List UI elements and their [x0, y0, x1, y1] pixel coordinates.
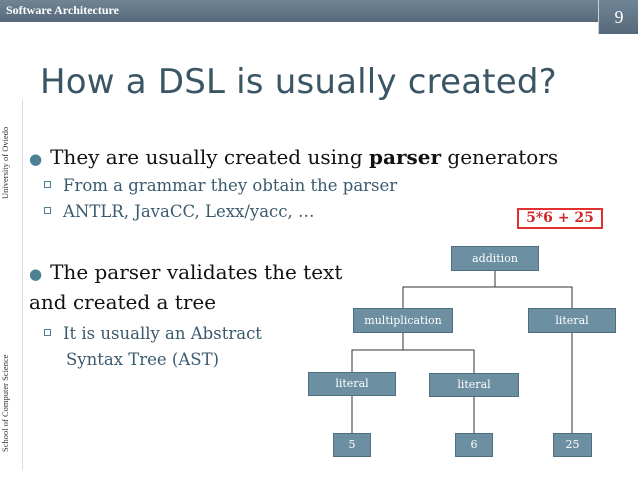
node-literal-left: literal [308, 372, 396, 396]
node-multiplication: multiplication [353, 308, 453, 333]
bullet-parser-generators: ● They are usually created using parser g… [29, 145, 558, 169]
subbullet-ast-line2: Syntax Tree (AST) [66, 350, 220, 369]
node-literal-right: literal [528, 308, 616, 333]
node-leaf-6: 6 [455, 433, 493, 457]
square-bullet-icon [44, 207, 51, 214]
subbullet-text: From a grammar they obtain the parser [63, 176, 398, 195]
subbullet-text: ANTLR, JavaCC, Lexx/yacc, … [63, 202, 315, 221]
course-title: Software Architecture [6, 3, 119, 17]
square-bullet-icon [44, 329, 51, 336]
bullet-parser-validates: ● The parser validates the text [29, 260, 342, 284]
subbullet-text: It is usually an Abstract [63, 324, 262, 343]
bullet-parser-validates-line2: and created a tree [29, 290, 217, 314]
edge-root-literal [495, 286, 573, 308]
bullet-text: They are usually created using [50, 145, 370, 169]
node-literal-mid: literal [429, 373, 519, 397]
slide-title: How a DSL is usually created? [40, 62, 557, 102]
edge-mult-literal-mid [403, 349, 475, 373]
subbullet-tools: ANTLR, JavaCC, Lexx/yacc, … [44, 202, 315, 221]
expression-box: 5*6 + 25 [517, 208, 603, 229]
node-leaf-25: 25 [553, 433, 592, 457]
bullet-icon: ● [29, 150, 43, 168]
bullet-bold-text: parser [369, 145, 442, 169]
edge-mult-literal-left [351, 333, 404, 372]
side-divider [22, 100, 23, 470]
subbullet-grammar: From a grammar they obtain the parser [44, 176, 397, 195]
bullet-text-end: generators [441, 145, 559, 169]
node-addition: addition [451, 246, 539, 271]
edge-root-multiplication [402, 271, 496, 308]
square-bullet-icon [44, 181, 51, 188]
slide-number: 9 [598, 0, 638, 34]
node-leaf-5: 5 [333, 433, 371, 457]
bullet-icon: ● [29, 265, 43, 283]
bullet-text: The parser validates the text [50, 260, 343, 284]
header-bar: Software Architecture [0, 0, 638, 22]
subbullet-ast: It is usually an Abstract [44, 324, 262, 343]
